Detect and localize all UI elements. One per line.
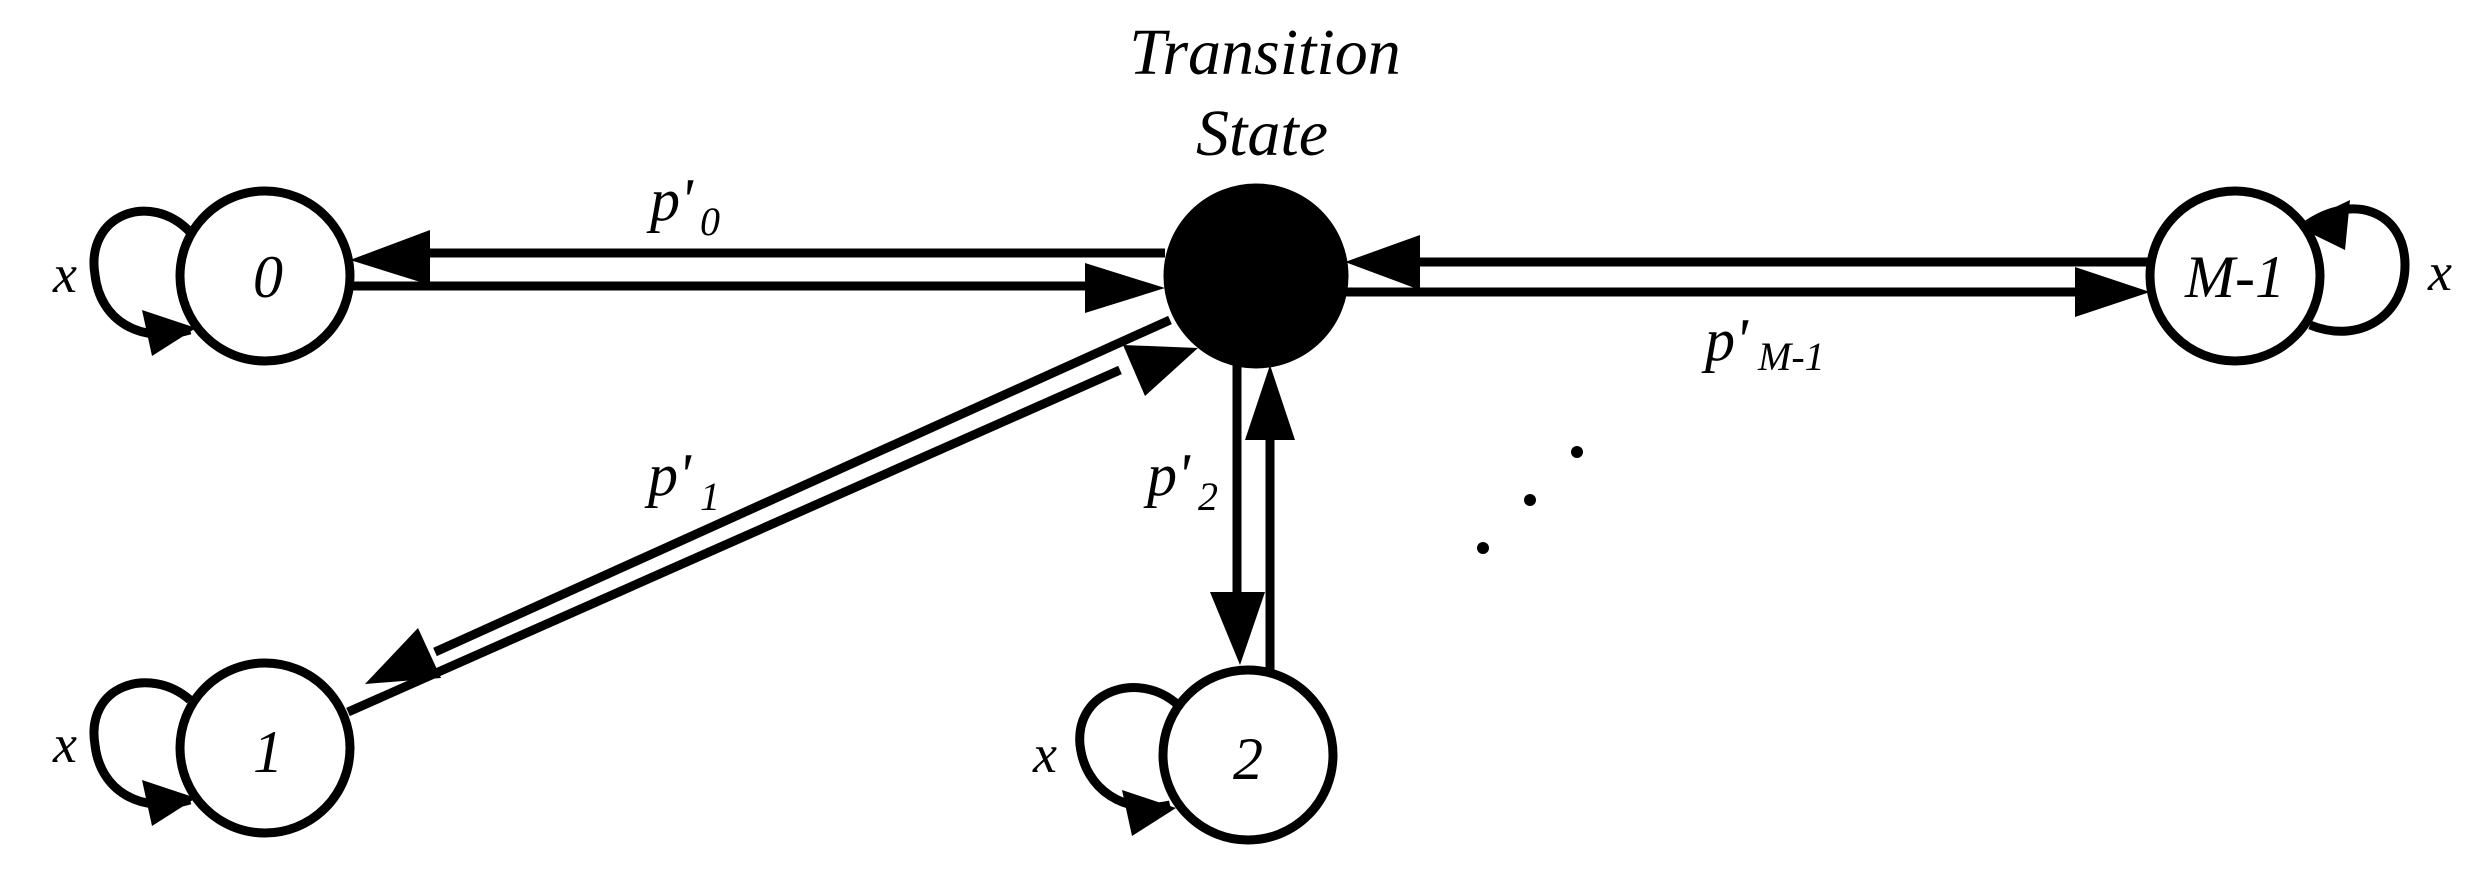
node-1-loop-label: x	[52, 714, 77, 774]
edge-label-pm1: p' M-1	[1701, 307, 1825, 379]
edge-label-p1-sub: 1	[700, 474, 720, 519]
ellipsis	[1477, 446, 1583, 554]
node-m1-loop-label: x	[2427, 242, 2452, 302]
edge-hub-to-mm1	[1345, 267, 2150, 317]
edge-1-to-hub	[346, 345, 1198, 717]
node-1-label: 1	[253, 719, 283, 785]
node-2: 2	[1075, 665, 1338, 845]
node-1: 1	[89, 658, 355, 838]
edge-0-to-hub	[352, 263, 1165, 313]
edge-label-pm1-main: p'	[1701, 307, 1749, 373]
edge-2-to-hub	[1245, 365, 1295, 680]
edge-label-p0: p' 0	[646, 167, 720, 244]
hub-title-line2: State	[1196, 97, 1328, 170]
node-0: 0	[89, 186, 355, 366]
edge-label-p2-sub: 2	[1198, 474, 1218, 519]
edge-label-pm1-sub: M-1	[1757, 334, 1825, 379]
edge-label-p2: p' 2	[1143, 442, 1218, 519]
node-0-loop-label: x	[52, 244, 77, 304]
edge-hub-to-0	[350, 230, 1165, 285]
node-2-loop-label: x	[1032, 724, 1057, 784]
edge-label-p2-main: p'	[1143, 442, 1191, 508]
edge-label-p1: p' 1	[644, 442, 720, 519]
edge-label-p0-sub: 0	[700, 199, 720, 244]
node-0-label: 0	[253, 244, 283, 310]
node-m1: M-1	[2145, 186, 2410, 366]
node-m1-label: M-1	[2184, 244, 2285, 310]
edge-mm1-to-hub	[1345, 235, 2150, 290]
edge-label-p0-main: p'	[646, 167, 694, 233]
edge-hub-to-1	[365, 315, 1172, 684]
edge-label-p1-main: p'	[644, 442, 692, 508]
node-2-label: 2	[1233, 726, 1263, 792]
hub-title-line1: Transition	[1129, 16, 1400, 89]
edge-hub-to-2	[1210, 355, 1265, 665]
transition-state-hub	[1163, 183, 1349, 369]
